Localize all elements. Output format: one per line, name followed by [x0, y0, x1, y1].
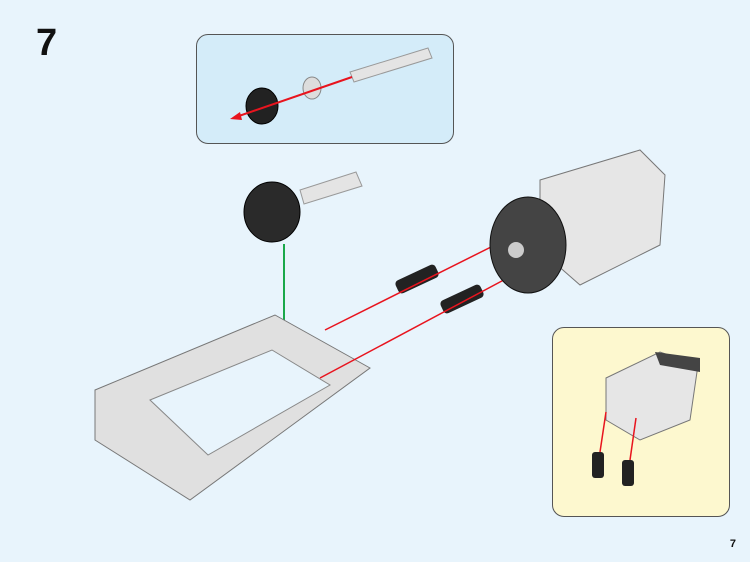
gear-part — [245, 87, 279, 125]
page-number: 7 — [729, 538, 736, 550]
frame-part — [94, 314, 371, 501]
motor-part — [489, 149, 666, 294]
motor-small — [592, 351, 700, 486]
axle-part — [349, 47, 433, 83]
sub-assembly-callout — [196, 34, 454, 144]
pin-2 — [440, 284, 484, 314]
motor-detail-callout — [552, 327, 730, 517]
gear-main — [243, 181, 301, 243]
axle-part-main — [299, 171, 363, 205]
step-number: 7 — [36, 22, 58, 64]
red-arrow — [235, 76, 353, 118]
pin-1 — [395, 264, 439, 294]
